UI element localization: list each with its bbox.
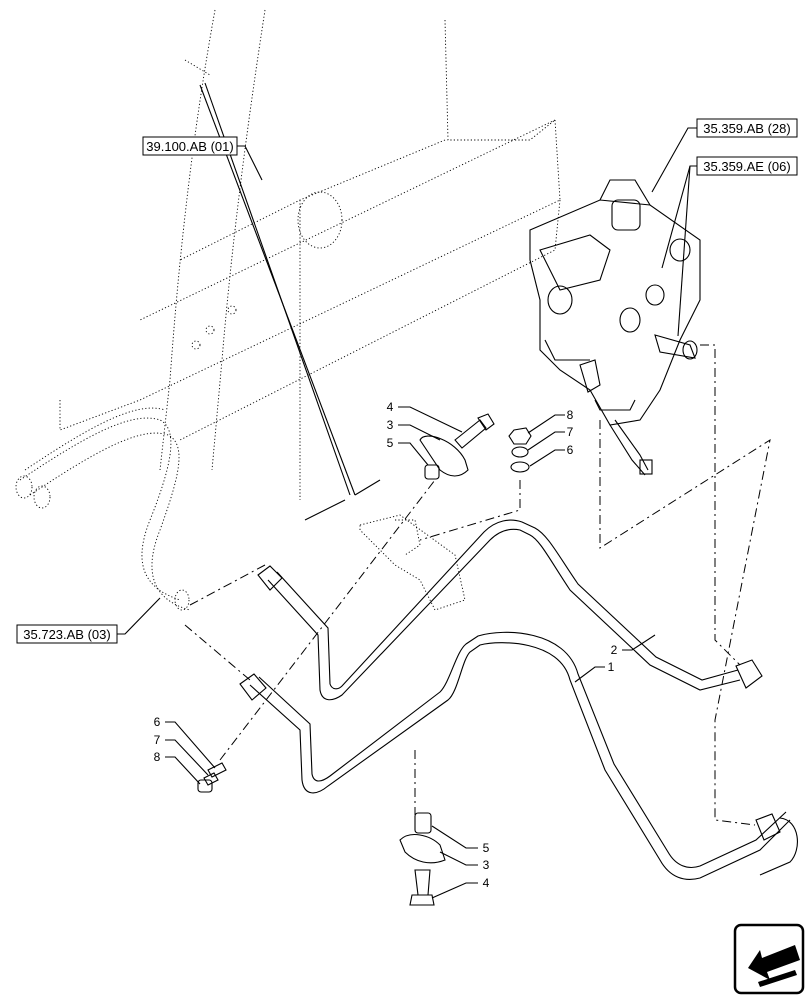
callouts-left: 6 7 8: [154, 715, 161, 764]
svg-text:35.359.AE (06): 35.359.AE (06): [703, 159, 790, 174]
hardware-bottom: [399, 812, 446, 906]
callout-5-top: 5: [387, 436, 394, 450]
callout-1-tube: 1: [608, 660, 615, 674]
ref-box-35-359-ae[interactable]: 35.359.AE (06): [661, 156, 798, 337]
svg-text:39.100.AB (01): 39.100.AB (01): [146, 139, 233, 154]
callout-4-top: 4: [387, 400, 394, 414]
callout-7-top: 7: [567, 425, 574, 439]
callout-leaders-bottom: [431, 825, 478, 899]
svg-text:35.723.AB (03): 35.723.AB (03): [23, 627, 110, 642]
callout-6-top: 6: [567, 443, 574, 457]
arrow-nav-icon[interactable]: [733, 923, 805, 995]
control-valve: [529, 179, 701, 476]
ref-box-39-100-ab[interactable]: 39.100.AB (01): [142, 136, 263, 181]
callouts-top: 4 3 5 8 7 6: [387, 400, 574, 457]
tube-2: [257, 519, 763, 701]
callout-4-bottom: 4: [483, 876, 490, 890]
loader-frame: [15, 9, 561, 611]
callout-3-bottom: 3: [483, 858, 490, 872]
callout-8-left: 8: [154, 750, 161, 764]
tube-1: [239, 631, 798, 880]
ref-box-35-359-ab[interactable]: 35.359.AB (28): [651, 118, 798, 193]
ref-box-35-723-ab[interactable]: 35.723.AB (03): [16, 597, 161, 644]
callout-3-top: 3: [387, 418, 394, 432]
callout-leaders-top: [398, 406, 565, 467]
hardware-top: [419, 413, 532, 480]
callout-7-left: 7: [154, 733, 161, 747]
assembly-centerlines: [184, 344, 771, 826]
hardware-left: [197, 762, 227, 793]
callout-leaders-left: [165, 721, 216, 785]
callout-6-left: 6: [154, 715, 161, 729]
callout-2-tube: 2: [611, 643, 618, 657]
callout-leaders-tubes: [574, 634, 656, 683]
callouts-bottom: 5 3 4: [483, 841, 490, 890]
callouts-tubes: 2 1: [608, 643, 618, 674]
callout-8-top: 8: [567, 408, 574, 422]
callout-5-bottom: 5: [483, 841, 490, 855]
mounting-bracket: [359, 514, 466, 611]
svg-text:35.359.AB (28): 35.359.AB (28): [703, 121, 790, 136]
